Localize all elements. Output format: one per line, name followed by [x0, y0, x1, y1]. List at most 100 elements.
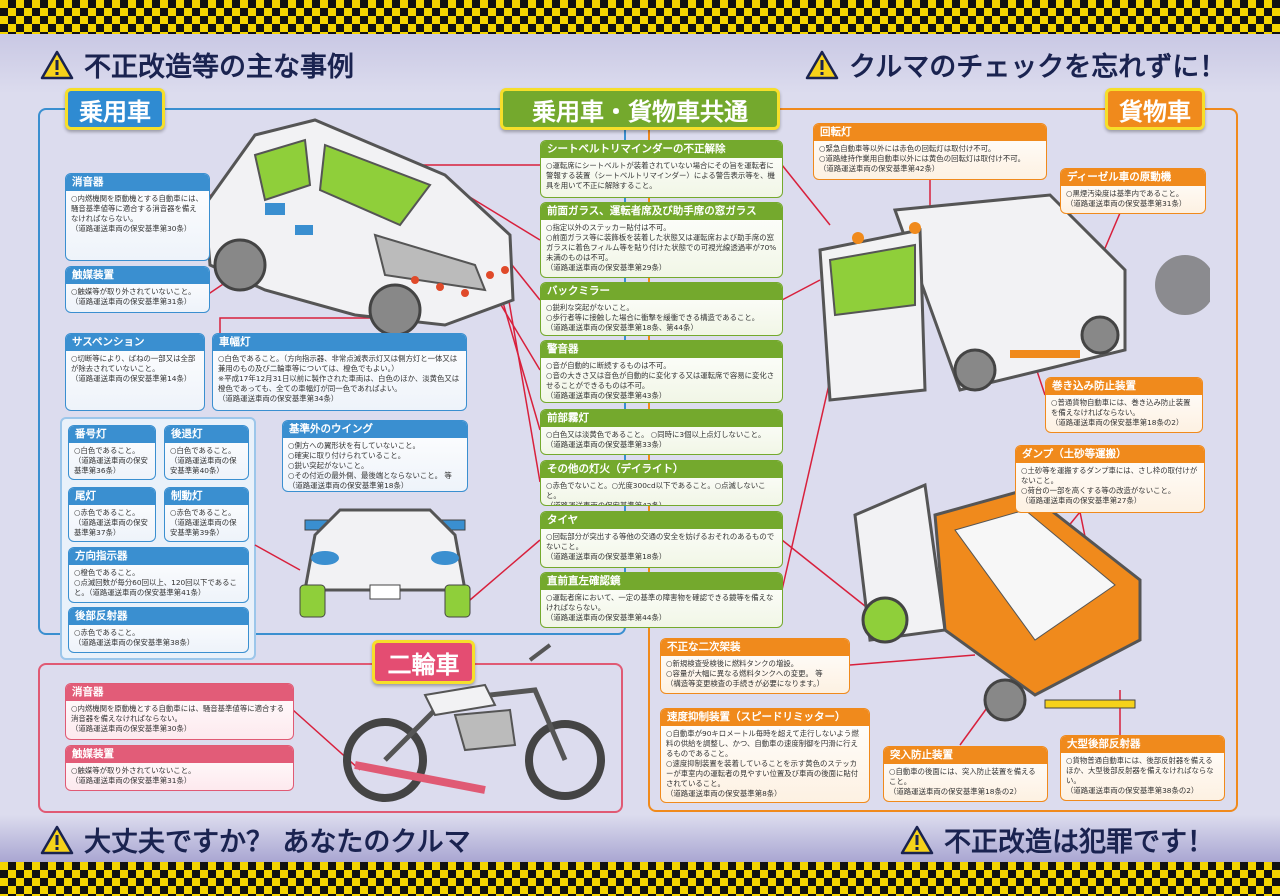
- box-line: ○土砂等を運搬するダンプ車には、さし枠の取付けがないこと。: [1021, 466, 1198, 485]
- box-body: ○橙色であること。○点滅回数が毎分60回以上、120回以下であること。（道路運送…: [69, 565, 248, 601]
- box-body: ○自動車の後面には、突入防止装置を備えること。（道路運送車両の保安基準第18条の…: [884, 764, 1047, 800]
- passenger-car-illustration: [203, 118, 515, 337]
- box-title: 後退灯: [165, 426, 248, 443]
- box-line: ○鋭い突起がないこと。: [288, 461, 369, 470]
- motorcycle-catalyst-box: 触媒装置 ○触媒等が取り外されていないこと。（道路運送車両の保安基準第31条）: [65, 745, 294, 791]
- box-line: ○歩行者等に接触した場合に衝撃を緩衝できる構造であること。: [546, 313, 760, 322]
- box-line: （道路運送車両の保安基準第43条）: [546, 391, 667, 400]
- box-title: バックミラー: [541, 283, 782, 300]
- box-title: 基準外のウイング: [283, 421, 467, 438]
- box-title: 不正な二次架装: [661, 639, 849, 656]
- box-line: ○緊急自動車等以外には赤色の回転灯は取付け不可。: [819, 144, 996, 153]
- box-line: ○その付近の最外側、最後端とならないこと。 等: [288, 471, 452, 480]
- box-title: タイヤ: [541, 512, 782, 529]
- box-line: ○貨物普通自動車には、後部反射器を備えるほか、大型後部反射器を備えなければならな…: [1066, 756, 1214, 785]
- box-line: ○運転席にシートベルトが装着されていない場合にその旨を運転者に警報する装置（シー…: [546, 161, 775, 190]
- heading-bottom-left: 大丈夫ですか？ あなたのクルマ: [40, 820, 471, 859]
- motorcycle-muffler-box: 消音器○内燃機関を原動機とする自動車には、騒音基準値等に適合する消音器を備えなけ…: [65, 683, 294, 740]
- box-body: ○白色であること。（道路運送車両の保安基準第40条）: [165, 443, 248, 479]
- box-body: ○赤色であること。（道路運送車両の保安基準第37条）: [69, 505, 155, 541]
- side-lamp-box: 車幅灯○白色であること。（方向指示器、非常点滅表示灯又は側方灯と一体又は兼用のも…: [212, 333, 467, 411]
- front-left-mirror-box: 直前直左確認鏡○運転者席において、一定の基準の障害物を確認できる鏡等を備えなけれ…: [540, 572, 783, 628]
- box-line: ○道路維持作業用自動車以外には黄色の回転灯は取付け不可。: [819, 154, 1025, 163]
- box-body: ○指定以外のステッカー貼付は不可。○前面ガラス等に装飾板を装着した状態又は運転席…: [541, 220, 782, 276]
- box-title: その他の灯火（デイライト）: [541, 461, 782, 478]
- rotating-light-box: 回転灯 ○緊急自動車等以外には赤色の回転灯は取付け不可。○道路維持作業用自動車以外…: [813, 123, 1047, 180]
- box-body: ○自動車が90キロメートル毎時を超えて走行しないよう燃料の供給を調整し、かつ、自…: [661, 726, 869, 802]
- rear-mirror-box: バックミラー○鋭利な突起がないこと。○歩行者等に接触した場合に衝撃を緩衝できる構…: [540, 282, 783, 336]
- box-body: ○内燃機関を原動機とする自動車には、騒音基準値等に適合する消音器を備えなければな…: [66, 701, 293, 737]
- heading-text: クルマのチェックを忘れずに！: [849, 52, 1227, 83]
- box-line: （道路運送車両の保安基準第36条）: [74, 456, 148, 475]
- warning-icon: [900, 825, 934, 855]
- box-title: 制動灯: [165, 488, 248, 505]
- box-line: ○自動車が90キロメートル毎時を超えて走行しないよう燃料の供給を調整し、かつ、自…: [666, 729, 859, 758]
- box-line: （道路運送車両の保安基準第18条の2）: [1051, 418, 1184, 427]
- box-line: ○橙色であること。: [74, 568, 140, 577]
- car-rear-illustration: [299, 508, 471, 618]
- box-line: ○赤色でないこと。○光度300cd以下であること。○点滅しないこと。: [546, 481, 766, 500]
- suspension-box: サスペンション○切断等により、ばねの一部又は全部が除去されていないこと。（道路運…: [65, 333, 205, 411]
- box-line: ○切断等により、ばねの一部又は全部が除去されていないこと。: [71, 354, 196, 373]
- box-line: ○触媒等が取り外されていないこと。: [71, 766, 196, 775]
- box-title: 直前直左確認鏡: [541, 573, 782, 590]
- catalyst-box: 触媒装置○触媒等が取り外されていないこと。（道路運送車両の保安基準第31条）: [65, 266, 210, 313]
- box-title: 触媒装置: [66, 746, 293, 763]
- box-line: ○回転部分が突出する等他の交通の安全を妨げるおそれのあるものでないこと。: [546, 532, 775, 551]
- box-line: （道路運送車両の保安基準第14条）: [71, 374, 192, 383]
- warning-icon: [805, 50, 839, 80]
- box-line: ○確実に取り付けられていること。: [288, 451, 406, 460]
- box-title: サスペンション: [66, 334, 204, 351]
- box-line: ○前面ガラス等に装飾板を装着した状態又は運転席および助手席の窓ガラスに着色フィル…: [546, 233, 777, 262]
- box-title: 前面ガラス、運転者席及び助手席の窓ガラス: [541, 203, 782, 220]
- passenger-car-label: 乗用車: [65, 88, 165, 130]
- heading-text: 大丈夫ですか？ あなたのクルマ: [84, 827, 471, 858]
- box-body: ○側方への翼形状を有していないこと。○確実に取り付けられていること。○鋭い突起が…: [283, 438, 467, 491]
- box-line: （道路運送車両の保安基準第18条の2）: [889, 787, 1022, 796]
- box-title: 車幅灯: [213, 334, 466, 351]
- box-body: ○切断等により、ばねの一部又は全部が除去されていないこと。（道路運送車両の保安基…: [66, 351, 204, 387]
- box-title: 番号灯: [69, 426, 155, 443]
- box-line: （道路運送車両の保安基準第40条）: [170, 456, 237, 475]
- box-body: ○運転席にシートベルトが装着されていない場合にその旨を運転者に警報する装置（シー…: [541, 158, 782, 194]
- box-title: 警音器: [541, 341, 782, 358]
- box-body: ○鋭利な突起がないこと。○歩行者等に接触した場合に衝撃を緩衝できる構造であること…: [541, 300, 782, 335]
- box-line: （道路運送車両の保安基準第29条）: [546, 263, 667, 272]
- seatbelt-reminder-box: シートベルトリマインダーの不正解除○運転席にシートベルトが装着されていない場合に…: [540, 140, 783, 198]
- reverse-lamp-box: 後退灯○白色であること。（道路運送車両の保安基準第40条）: [164, 425, 249, 480]
- tail-lamp-box: 尾灯○赤色であること。（道路運送車両の保安基準第37条）: [68, 487, 156, 542]
- box-body: ○運転者席において、一定の基準の障害物を確認できる鏡等を備えなければならない。（…: [541, 590, 782, 626]
- header-band: [0, 34, 1280, 94]
- box-line: ○黒煙汚染度は基準内であること。: [1066, 189, 1184, 198]
- box-line: ○荷台の一部を高くする等の改造がないこと。: [1021, 486, 1176, 495]
- box-line: ○内燃機関を原動機とする自動車には、騒音基準値等に適合する消音器を備えなければな…: [71, 194, 203, 223]
- box-body: ○赤色であること。（道路運送車両の保安基準第38条）: [69, 625, 248, 651]
- box-line: ○点滅回数が毎分60回以上、120回以下であること。（道路運送車両の保安基準第4…: [74, 578, 237, 597]
- box-title: 尾灯: [69, 488, 155, 505]
- large-rear-reflector-box: 大型後部反射器○貨物普通自動車には、後部反射器を備えるほか、大型後部反射器を備え…: [1060, 735, 1225, 801]
- common-label: 乗用車・貨物車共通: [500, 88, 780, 130]
- rear-reflector-box: 後部反射器○赤色であること。（道路運送車両の保安基準第38条）: [68, 607, 249, 653]
- box-line: （道路運送車両の保安基準第31条）: [71, 776, 192, 785]
- heading-top-left: 不正改造等の主な事例: [40, 45, 354, 84]
- box-title: 回転灯: [814, 124, 1046, 141]
- underrun-guard-box: 突入防止装置○自動車の後面には、突入防止装置を備えること。（道路運送車両の保安基…: [883, 746, 1048, 802]
- box-line: （構造等変更検査の手続きが必要になります。）: [666, 679, 825, 688]
- box-title: 巻き込み防止装置: [1046, 378, 1202, 395]
- box-title: 速度抑制装置（スピードリミッター）: [661, 709, 869, 726]
- box-line: ○指定以外のステッカー貼付は不可。: [546, 223, 671, 232]
- warning-icon: [40, 50, 74, 80]
- side-guard-box: 巻き込み防止装置○普通貨物自動車には、巻き込み防止装置を備えなければならない。（…: [1045, 377, 1203, 433]
- warning-icon: [40, 825, 74, 855]
- box-line: （道路運送車両の保安基準第39条）: [170, 518, 237, 537]
- box-line: （道路運送車両の保安基準第18条、第44条）: [546, 323, 698, 332]
- box-line: （道路運送車両の保安基準第34条）: [218, 394, 339, 403]
- box-line: ○音の大きさ又は音色が自動的に変化する又は運転席で容易に変化させることができるも…: [546, 371, 775, 390]
- box-line: （道路運送車両の保安基準第30条）: [71, 224, 192, 233]
- box-title: 消音器: [66, 684, 293, 701]
- wing-box: 基準外のウイング○側方への翼形状を有していないこと。○確実に取り付けられているこ…: [282, 420, 468, 492]
- box-line: （道路運送車両の保安基準第31条）: [71, 297, 192, 306]
- box-body: ○白色又は淡黄色であること。 ○同時に3個以上点灯しないこと。（道路運送車両の保…: [541, 427, 782, 453]
- dump-box: ダンプ（土砂等運搬）○土砂等を運搬するダンプ車には、さし枠の取付けがないこと。○…: [1015, 445, 1205, 513]
- speed-limiter-box: 速度抑制装置（スピードリミッター） ○自動車が90キロメートル毎時を超えて走行しな…: [660, 708, 870, 803]
